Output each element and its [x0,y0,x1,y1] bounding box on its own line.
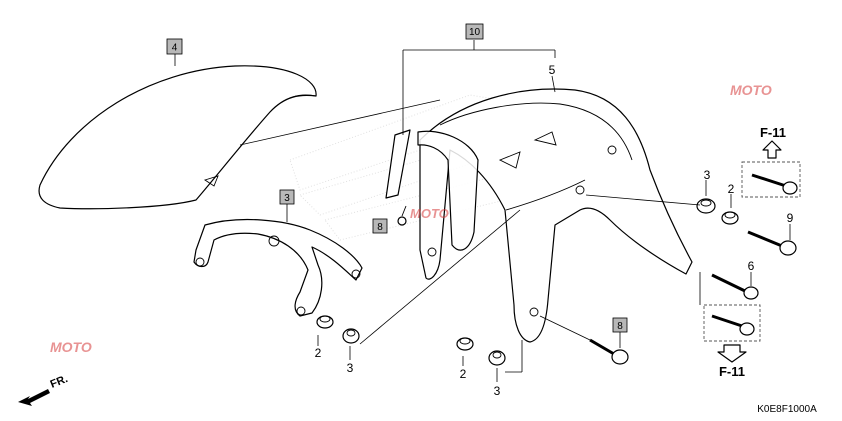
boxed-label-8-small: 8 [372,218,388,234]
bolt-top [741,161,801,198]
svg-text:MOTO: MOTO [730,82,772,98]
callout-5: 5 [549,63,556,77]
grommet-left [342,328,360,360]
diagram-code: K0E8F1000A [757,404,817,415]
collar-right [721,194,739,225]
bolt-9 [747,224,797,256]
ref-f11-bottom: F-11 [719,364,745,379]
callout-6: 6 [748,259,755,273]
watermark-logo-icon: MOTO MOTO MOTO [50,82,772,355]
boxed-label-10: 10 [465,23,484,40]
bolt-6 [699,272,759,305]
arrow-down-icon [717,344,747,363]
callout-3-right: 3 [704,168,711,182]
fender-inner-strip [385,129,479,251]
svg-text:8: 8 [377,222,383,233]
callout-3-mid: 3 [494,384,501,398]
callout-2-right: 2 [728,182,735,196]
grommet-right [696,180,716,214]
callout-3-left: 3 [347,361,354,375]
svg-text:4: 4 [172,43,178,54]
svg-text:8: 8 [617,321,623,332]
leader-grommet-left [359,209,521,345]
front-fender-cover [38,54,317,210]
bolt-8 [589,332,629,365]
leader-bolt-8 [539,315,591,341]
callout-10-bracket [402,40,556,135]
boxed-label-4: 4 [166,38,183,55]
arrow-up-icon [762,140,782,159]
svg-text:MOTO: MOTO [410,206,449,221]
callout-2-mid: 2 [460,367,467,381]
collar-mid [456,337,474,366]
collar-left [316,315,334,346]
callout-9: 9 [787,211,794,225]
bolt-bottom [703,304,761,342]
ref-f11-top: F-11 [760,125,786,140]
svg-text:3: 3 [284,193,290,204]
leader-cover [239,99,441,146]
fender-stay-bracket [193,204,363,317]
boxed-label-3: 3 [279,189,295,205]
svg-text:MOTO: MOTO [50,339,92,355]
leader-grommet-right [585,194,701,206]
front-fender-main [419,75,693,343]
callout-2-left: 2 [315,346,322,360]
boxed-label-8: 8 [612,317,628,333]
grommet-mid [488,350,506,382]
svg-text:10: 10 [469,27,481,38]
front-label: FR. [49,373,70,391]
screw-small [397,205,407,226]
front-arrow-icon [18,389,50,406]
